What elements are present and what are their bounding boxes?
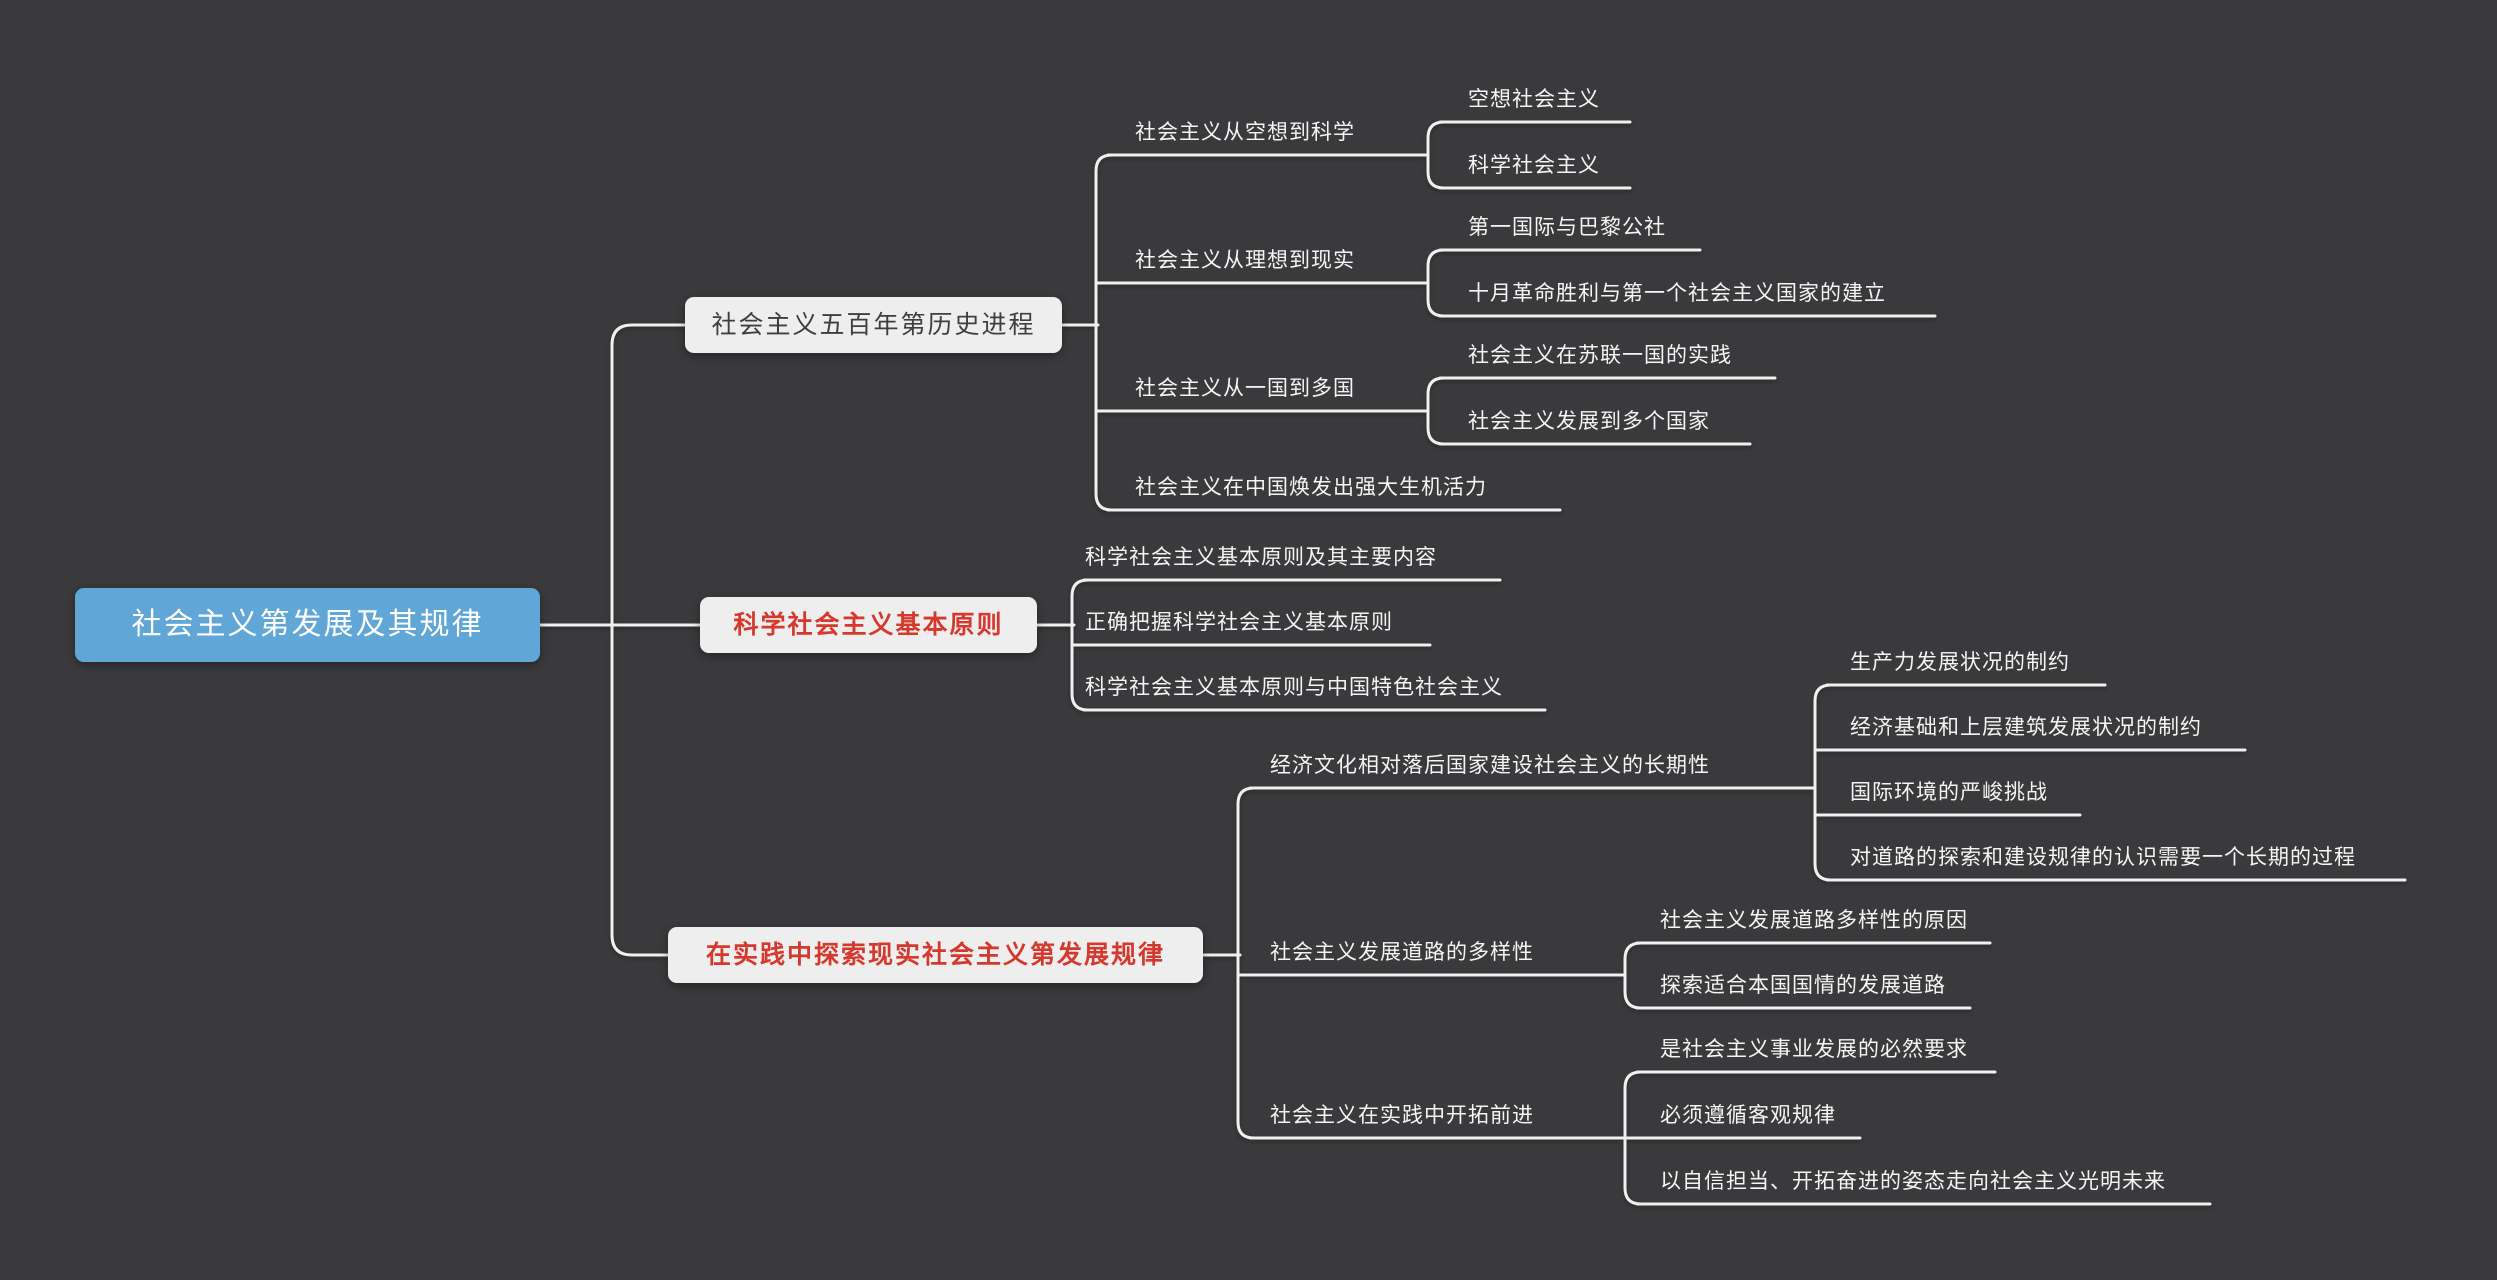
node-b2-c3[interactable]: 科学社会主义基本原则与中国特色社会主义	[1085, 676, 1503, 699]
connector-trunk-b1-c3	[1426, 376, 1446, 446]
node-b1-c3[interactable]: 社会主义从一国到多国	[1135, 377, 1355, 400]
node-b3-c3[interactable]: 社会主义在实践中开拓前进	[1270, 1104, 1534, 1127]
node-b1-c4[interactable]: 社会主义在中国焕发出强大生机活力	[1135, 476, 1487, 499]
node-b3-c3-2[interactable]: 必须遵循客观规律	[1660, 1104, 1836, 1127]
node-b1-c3-1[interactable]: 社会主义在苏联一国的实践	[1468, 344, 1732, 367]
node-b3-c1[interactable]: 经济文化相对落后国家建设社会主义的长期性	[1270, 754, 1710, 777]
node-b3-c3-1[interactable]: 是社会主义事业发展的必然要求	[1660, 1038, 1968, 1061]
node-b3-c1-4[interactable]: 对道路的探索和建设规律的认识需要一个长期的过程	[1850, 846, 2356, 869]
root-node[interactable]: 社会主义第发展及其规律	[75, 588, 540, 662]
connector-trunk-b3	[1236, 786, 1256, 1140]
node-b3-c1-3[interactable]: 国际环境的严峻挑战	[1850, 781, 2048, 804]
node-b3-c2-1[interactable]: 社会主义发展道路多样性的原因	[1660, 909, 1968, 932]
topic-node-principles[interactable]: 科学社会主义基本原则	[700, 597, 1037, 653]
node-b1-c1[interactable]: 社会主义从空想到科学	[1135, 121, 1355, 144]
topic-node-history[interactable]: 社会主义五百年第历史进程	[685, 297, 1062, 353]
node-b1-c2[interactable]: 社会主义从理想到现实	[1135, 249, 1355, 272]
node-b2-c2[interactable]: 正确把握科学社会主义基本原则	[1085, 611, 1393, 634]
node-b3-c1-2[interactable]: 经济基础和上层建筑发展状况的制约	[1850, 716, 2202, 739]
connector-trunk-b1	[1094, 153, 1114, 512]
node-b3-c1-1[interactable]: 生产力发展状况的制约	[1850, 651, 2070, 674]
node-b3-c3-3[interactable]: 以自信担当、开拓奋进的姿态走向社会主义光明未来	[1660, 1170, 2166, 1193]
node-b1-c3-2[interactable]: 社会主义发展到多个国家	[1468, 410, 1710, 433]
connector-trunk-b1-c1	[1426, 120, 1446, 190]
node-b3-c2-2[interactable]: 探索适合本国国情的发展道路	[1660, 974, 1946, 997]
node-b2-c1[interactable]: 科学社会主义基本原则及其主要内容	[1085, 546, 1437, 569]
connector-spine	[610, 323, 687, 957]
topic-node-practice[interactable]: 在实践中探索现实社会主义第发展规律	[668, 927, 1203, 983]
connector-trunk-b1-c2	[1426, 248, 1446, 318]
node-b1-c1-1[interactable]: 空想社会主义	[1468, 88, 1600, 111]
node-b1-c2-1[interactable]: 第一国际与巴黎公社	[1468, 216, 1666, 239]
node-b1-c2-2[interactable]: 十月革命胜利与第一个社会主义国家的建立	[1468, 282, 1886, 305]
connector-trunk-b3-c2	[1623, 941, 1643, 1010]
connector-trunk-b3-c1	[1813, 683, 1833, 882]
node-b1-c1-2[interactable]: 科学社会主义	[1468, 154, 1600, 177]
node-b3-c2[interactable]: 社会主义发展道路的多样性	[1270, 941, 1534, 964]
